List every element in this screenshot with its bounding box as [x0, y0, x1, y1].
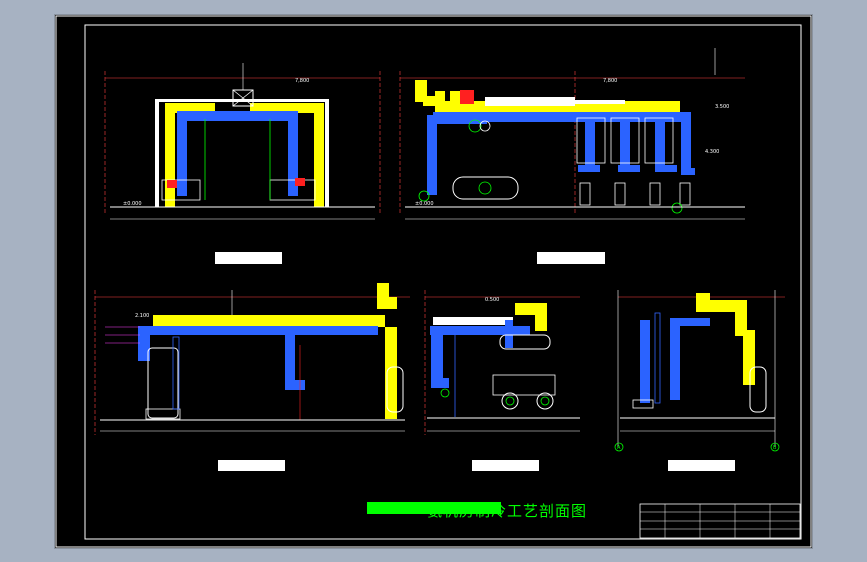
drawing-sheet: 7,800	[55, 15, 812, 548]
view-2-title-plate	[537, 252, 605, 264]
axis-b: B	[773, 445, 777, 451]
elev-left: ±0.000	[123, 201, 142, 207]
elev-mid-3: 2.100	[135, 313, 149, 319]
inner-frame	[84, 24, 802, 540]
dim-top-right: 7,800	[603, 78, 617, 84]
axis-a: A	[617, 445, 621, 451]
drawing-title: 氨机房制冷工艺剖面图	[427, 502, 588, 520]
section-view-5: A B	[614, 290, 785, 471]
section-view-4: 0.500	[424, 290, 580, 471]
section-view-1: 7,800	[104, 63, 381, 264]
outer-frame	[55, 15, 812, 548]
section-view-2: 7,800	[399, 48, 745, 264]
main-title-bar	[367, 502, 501, 514]
view-1-title-plate	[215, 252, 282, 264]
elev-right: ±0.000	[415, 201, 434, 207]
elev-mid-2: 4.300	[705, 149, 719, 155]
elev-mid-1: 3.500	[715, 104, 729, 110]
title-block	[639, 503, 801, 539]
dim-top-left: 7,800	[295, 78, 309, 84]
section-drawing: 7,800	[55, 15, 812, 548]
elev-mid-4: 0.500	[485, 297, 499, 303]
view-5-title-plate	[668, 460, 735, 471]
view-3-title-plate	[218, 460, 285, 471]
view-4-title-plate	[472, 460, 539, 471]
section-view-3: 2.100	[94, 283, 410, 471]
